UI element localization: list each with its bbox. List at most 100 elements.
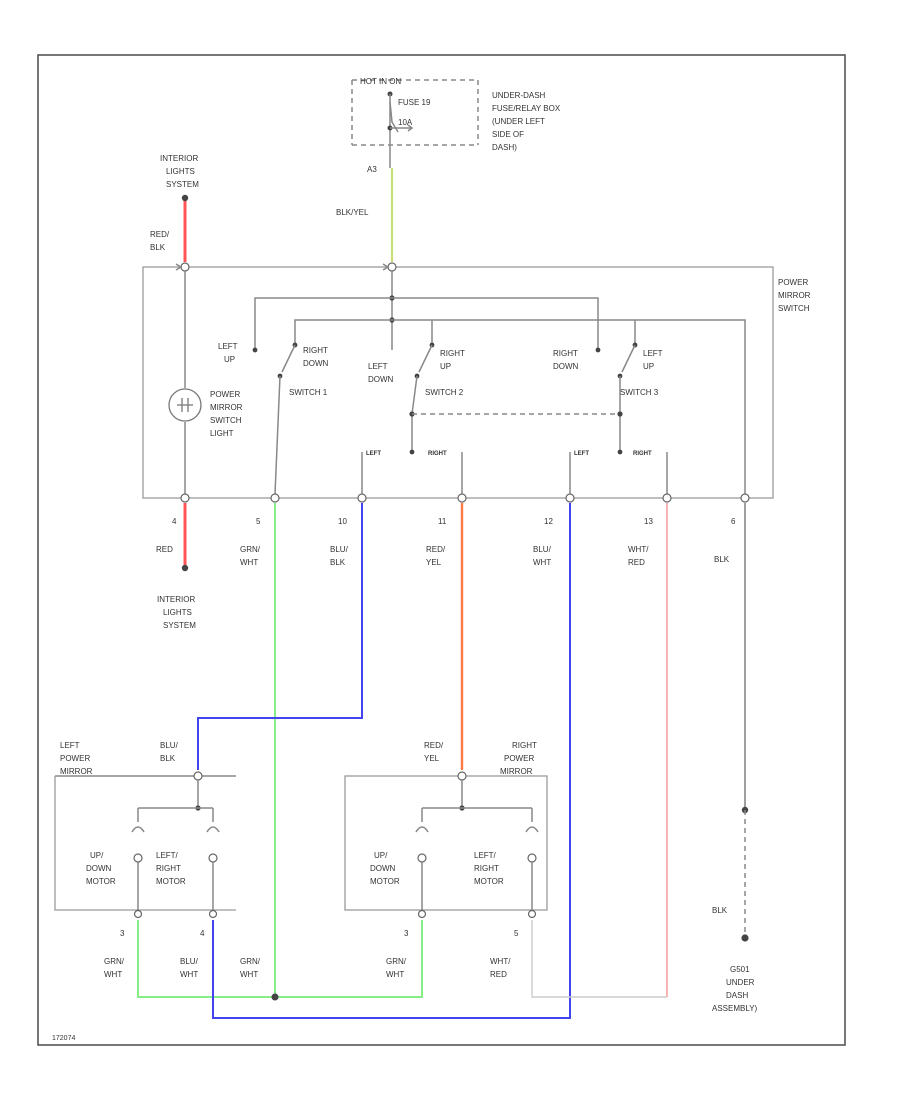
- switch2-left-2: DOWN: [368, 375, 394, 384]
- supply-wire-label: BLK/YEL: [336, 208, 369, 217]
- terminal-12: [565, 493, 575, 503]
- left-motor1-label-2: DOWN: [86, 864, 112, 873]
- right-wire-a-2: WHT: [386, 970, 404, 979]
- wire-harness: [137, 168, 746, 1019]
- right-mirror-title-2: POWER: [504, 754, 534, 763]
- switch2-right-1: RIGHT: [440, 349, 465, 358]
- switch-title-2: MIRROR: [778, 291, 811, 300]
- right-mirror-title-3: MIRROR: [500, 767, 533, 776]
- switch-title-1: POWER: [778, 278, 808, 287]
- ground-label-4: ASSEMBLY): [712, 1004, 758, 1013]
- fuse-location-5: DASH): [492, 143, 517, 152]
- splice-wire-1: GRN/: [240, 957, 261, 966]
- switch-light-3: SWITCH: [210, 416, 242, 425]
- fuse-location-4: SIDE OF: [492, 130, 524, 139]
- switch-connector-labels: 4 5 10 11 12 13 6 RED GRN/ WHT BLU/ BLK …: [156, 517, 736, 567]
- right-mirror-motor1-terminal: [417, 853, 427, 863]
- right-pin-a: 3: [404, 929, 409, 938]
- left-mirror-in-wire-1: BLU/: [160, 741, 179, 750]
- left-mirror-motor1-terminal: [133, 853, 143, 863]
- left-wire-a-2: WHT: [104, 970, 122, 979]
- left-wire-a-1: GRN/: [104, 957, 125, 966]
- right-mirror-title-1: RIGHT: [512, 741, 537, 750]
- ground-circuit: BLK G501 UNDER DASH ASSEMBLY): [712, 806, 758, 1013]
- wire-11-label-1: RED/: [426, 545, 446, 554]
- interior-top-1: INTERIOR: [160, 154, 198, 163]
- wire-12-label-2: WHT: [533, 558, 551, 567]
- left-motor1-label-3: MOTOR: [86, 877, 116, 886]
- wire-4-label: RED: [156, 545, 173, 554]
- interior-bottom-3: SYSTEM: [163, 621, 196, 630]
- right-motor1-label-3: MOTOR: [370, 877, 400, 886]
- wire-blu-wht: [212, 503, 571, 1019]
- terminal-10: [357, 493, 367, 503]
- wire-13-label-1: WHT/: [628, 545, 649, 554]
- interior-bottom-1: INTERIOR: [157, 595, 195, 604]
- fuse-label: FUSE 19: [398, 98, 431, 107]
- switch-light-bulb: [168, 388, 202, 422]
- selector-left-b: LEFT: [574, 451, 589, 457]
- selector-right-a: RIGHT: [428, 451, 447, 457]
- grn-wht-splice: [271, 993, 279, 1001]
- switch-title-3: SWITCH: [778, 304, 810, 313]
- left-wire-b-2: WHT: [180, 970, 198, 979]
- switch1-left-1: LEFT: [218, 342, 238, 351]
- switch-light-2: MIRROR: [210, 403, 243, 412]
- fuse-location-3: (UNDER LEFT: [492, 117, 545, 126]
- interior-bottom-2: LIGHTS: [163, 608, 192, 617]
- terminal-11: [457, 493, 467, 503]
- wire-10-label-2: BLK: [330, 558, 346, 567]
- wire-5-label-2: WHT: [240, 558, 258, 567]
- left-power-mirror: LEFT POWER MIRROR BLU/ BLK UP/ DOWN MOTO…: [54, 741, 261, 979]
- right-wire-b-2: RED: [490, 970, 507, 979]
- pin-12: 12: [544, 517, 553, 526]
- wire-5-label-1: GRN/: [240, 545, 261, 554]
- right-motor2-label-1: LEFT/: [474, 851, 497, 860]
- fuse-amp: 10A: [398, 118, 413, 127]
- left-mirror-title-3: MIRROR: [60, 767, 93, 776]
- splice-wire-2: WHT: [240, 970, 258, 979]
- fuse-source: HOT IN ON FUSE 19 10A UNDER-DASH FUSE/RE…: [336, 77, 561, 217]
- right-motor2-label-2: RIGHT: [474, 864, 499, 873]
- terminal-6: [740, 493, 750, 503]
- switch-light-1: POWER: [210, 390, 240, 399]
- left-pin-a: 3: [120, 929, 125, 938]
- right-pin-b: 5: [514, 929, 519, 938]
- wire-12-label-1: BLU/: [533, 545, 552, 554]
- interior-top-2: LIGHTS: [166, 167, 195, 176]
- power-mirror-switch: POWER MIRROR SWITCH POWER MIRROR SWITCH …: [142, 262, 811, 503]
- switch1-right-1: RIGHT: [303, 346, 328, 355]
- fuse-location-1: UNDER-DASH: [492, 91, 546, 100]
- wire-6-label: BLK: [714, 555, 730, 564]
- left-motor2-label-2: RIGHT: [156, 864, 181, 873]
- interior-top-wire-2: BLK: [150, 243, 166, 252]
- supply-pin: A3: [367, 165, 377, 174]
- pin-10: 10: [338, 517, 347, 526]
- ground-label-1: G501: [730, 965, 750, 974]
- switch1-right-2: DOWN: [303, 359, 329, 368]
- fuse-location-2: FUSE/RELAY BOX: [492, 104, 561, 113]
- wire-wht-red-return: [531, 920, 667, 998]
- switch3-right-1: LEFT: [643, 349, 663, 358]
- right-motor1-label-2: DOWN: [370, 864, 396, 873]
- right-mirror-in-wire-1: RED/: [424, 741, 444, 750]
- pin-11: 11: [438, 517, 447, 526]
- switch-housing: [142, 266, 774, 499]
- diagram-id: 172074: [52, 1035, 75, 1042]
- selector-left-a: LEFT: [366, 451, 381, 457]
- left-mirror-motor2-terminal: [208, 853, 218, 863]
- switch2-right-2: UP: [440, 362, 451, 371]
- left-mirror-in-wire-2: BLK: [160, 754, 176, 763]
- interior-lights-bottom: INTERIOR LIGHTS SYSTEM: [157, 564, 196, 630]
- switch1-left-2: UP: [224, 355, 235, 364]
- terminal-5: [270, 493, 280, 503]
- wire-grn-wht-return: [137, 920, 423, 998]
- left-mirror-title-2: POWER: [60, 754, 90, 763]
- interior-lights-top: INTERIOR LIGHTS SYSTEM RED/ BLK: [150, 154, 199, 252]
- switch3-left-1: RIGHT: [553, 349, 578, 358]
- ground-label-2: UNDER: [726, 978, 755, 987]
- wire-blu-blk: [197, 503, 363, 770]
- wire-11-label-2: YEL: [426, 558, 442, 567]
- terminal-4: [180, 493, 190, 503]
